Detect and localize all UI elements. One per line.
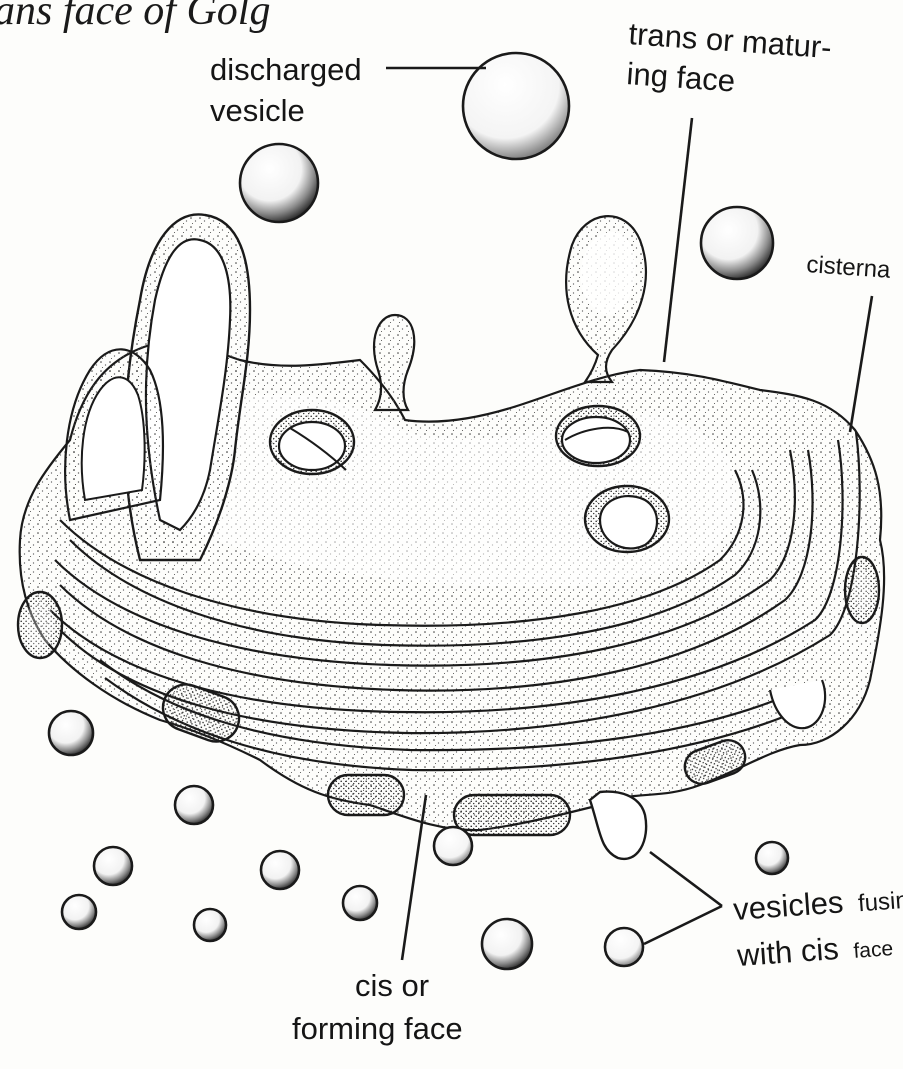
vesicle-free-1 [49, 711, 93, 755]
vesicle-fusing-1 [605, 928, 643, 966]
leader-vesicles-fusing-1 [650, 852, 722, 906]
fenestration-right-inner [562, 417, 630, 463]
label-with-cis-word: with cis [735, 931, 840, 973]
leader-cisterna [850, 296, 872, 432]
vesicle-free-7 [343, 886, 377, 920]
tubule-2 [328, 775, 404, 815]
label-discharged-line1: discharged [210, 52, 362, 87]
vesicle-free-3 [94, 847, 132, 885]
label-fusing-word: fusing [857, 886, 903, 917]
label-vesicles-fusing-line2: with cis face [735, 927, 894, 973]
vesicle-free-6 [194, 909, 226, 941]
vesicle-free-10 [756, 842, 788, 874]
tubule-3 [454, 795, 570, 835]
label-trans-line2: ing face [626, 56, 737, 98]
label-cisterna: cisterna [806, 251, 892, 284]
leader-vesicles-fusing-2 [644, 906, 722, 944]
label-cis-line2: forming face [292, 1011, 463, 1046]
label-vesicles-fusing-line1: vesicles fusing [732, 879, 903, 927]
fusing-vesicle-pinch [590, 792, 646, 859]
edge-vesicle-left-inner [26, 601, 54, 649]
vesicle-top-left [240, 144, 318, 222]
golgi-body [18, 214, 884, 858]
vesicle-top-right [701, 207, 773, 279]
budding-stalk-small [374, 315, 414, 410]
vesicle-free-8 [434, 827, 472, 865]
vesicle-free-5 [62, 895, 96, 929]
vesicle-free-9 [482, 919, 532, 969]
label-cis-line1: cis or [355, 968, 429, 1003]
fenestration-left-inner [279, 422, 345, 470]
leader-trans-face [664, 118, 692, 362]
fenestration-lower-inner [600, 496, 657, 548]
label-vesicles-word: vesicles [732, 884, 844, 927]
header-fragment-text: ans face of Golg [0, 0, 270, 34]
edge-vesicle-right-inner [853, 568, 871, 612]
vesicle-free-2 [175, 786, 213, 824]
label-discharged-line2: vesicle [210, 93, 305, 128]
label-face-word: face [853, 937, 894, 963]
vesicle-free-4 [261, 851, 299, 889]
